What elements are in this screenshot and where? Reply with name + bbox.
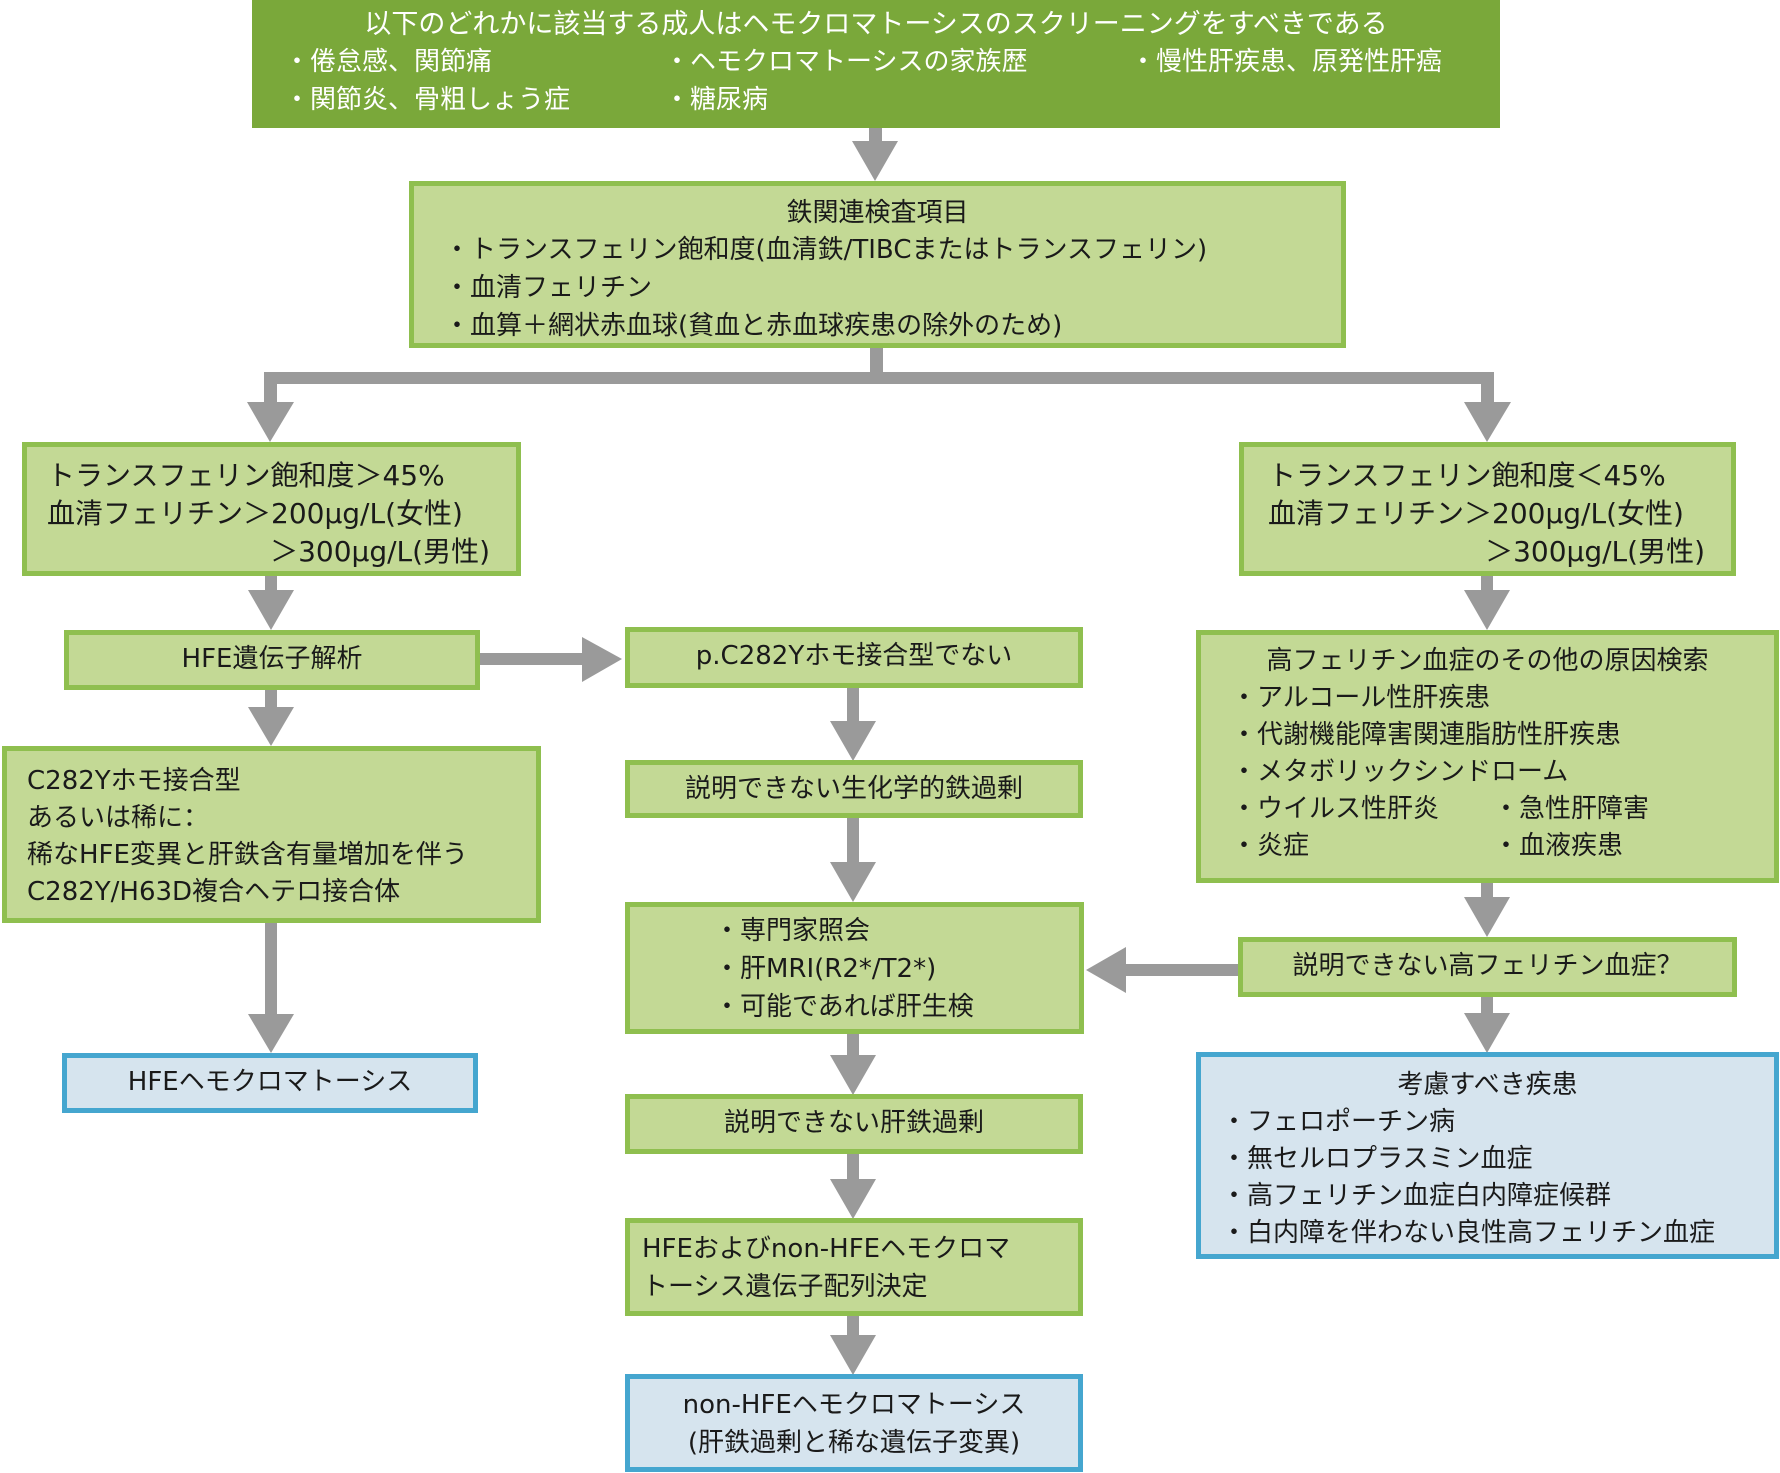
c282y-line: あるいは稀に： (27, 803, 210, 833)
arrow-shaft (847, 1153, 859, 1181)
non-hfe-line: non-HFEヘモクロマトーシス (682, 1390, 1026, 1420)
other-cause-item: ・代謝機能障害関連脂肪性肝疾患 (1231, 720, 1622, 750)
arrow-shaft (1481, 996, 1493, 1015)
arrow-shaft (265, 576, 277, 592)
unexplained-biochemical-iron-box: 説明できない生化学的鉄過剰 (625, 760, 1083, 818)
unexplained-hyperferritinemia-label: 説明できない高フェリチン血症？ (1292, 951, 1683, 981)
branch-left-drop (264, 372, 277, 404)
screening-item: ・慢性肝疾患、原発性肝癌 (1130, 47, 1443, 77)
unexplained-liver-iron-box: 説明できない肝鉄過剰 (625, 1094, 1083, 1154)
arrow-head-left (1086, 947, 1126, 993)
other-cause-item: ・アルコール性肝疾患 (1231, 683, 1491, 713)
specialist-referral-box: ・専門家照会 ・肝MRI(R2*/T2*) ・可能であれば肝生検 (625, 902, 1084, 1034)
iron-tests-title: 鉄関連検査項目 (786, 198, 969, 228)
other-causes-title: 高フェリチン血症のその他の原因検索 (1266, 646, 1709, 676)
screening-item: ・ヘモクロマトーシスの家族歴 (664, 47, 1028, 77)
non-hfe-line: (肝鉄過剰と稀な遺伝子変異) (687, 1428, 1021, 1458)
sequencing-line: トーシス遺伝子配列決定 (642, 1272, 928, 1302)
other-cause-item: ・メタボリックシンドローム (1231, 757, 1569, 787)
arrow-head-down (1464, 590, 1510, 630)
criteria-line: ＞300μg/L(男性) (1485, 535, 1705, 568)
not-homozygous-box: p.C282Yホモ接合型でない (625, 627, 1083, 688)
specialist-item: ・専門家照会 (714, 916, 871, 946)
high-saturation-criteria-box: トランスフェリン飽和度＞45% 血清フェリチン＞200μg/L(女性) ＞300… (22, 442, 521, 576)
c282y-line: C282Y/H63D複合ヘテロ接合体 (27, 877, 401, 907)
gene-sequencing-box: HFEおよびnon-HFEヘモクロマ トーシス遺伝子配列決定 (625, 1218, 1083, 1316)
arrow-head-down (248, 707, 294, 746)
other-cause-item: ・ウイルス性肝炎 (1231, 794, 1440, 824)
consider-diseases-title: 考慮すべき疾患 (1397, 1070, 1578, 1100)
iron-test-item: ・トランスフェリン飽和度(血清鉄/TIBCまたはトランスフェリン) (444, 235, 1208, 265)
other-cause-item: ・炎症 (1231, 831, 1310, 861)
low-saturation-criteria-box: トランスフェリン飽和度＜45% 血清フェリチン＞200μg/L(女性) ＞300… (1239, 442, 1736, 576)
unexplained-liver-label: 説明できない肝鉄過剰 (723, 1108, 984, 1138)
consider-disease-item: ・無セルロプラスミン血症 (1221, 1144, 1533, 1174)
arrow-head-right (582, 637, 622, 682)
other-cause-item: ・血液疾患 (1493, 831, 1624, 861)
hfe-analysis-box: HFE遺伝子解析 (64, 630, 480, 690)
arrow-shaft (847, 1315, 859, 1337)
other-cause-item: ・急性肝障害 (1493, 794, 1650, 824)
screening-item: ・糖尿病 (664, 85, 769, 115)
arrow-shaft (1481, 576, 1493, 592)
arrow-shaft (1481, 882, 1493, 899)
criteria-line: 血清フェリチン＞200μg/L(女性) (1268, 497, 1684, 530)
other-causes-box: 高フェリチン血症のその他の原因検索 ・アルコール性肝疾患 ・代謝機能障害関連脂肪… (1196, 630, 1779, 883)
unexplained-biochemical-label: 説明できない生化学的鉄過剰 (684, 774, 1023, 804)
arrow-head-down (1464, 897, 1510, 937)
criteria-line: トランスフェリン飽和度＞45% (47, 459, 445, 492)
arrow-head-down (830, 1335, 876, 1375)
arrow-shaft (265, 922, 277, 1016)
screening-item: ・関節炎、骨粗しょう症 (284, 85, 571, 115)
hfe-hemochromatosis-outcome: HFEヘモクロマトーシス (62, 1053, 478, 1113)
arrow-shaft (847, 817, 859, 864)
non-hfe-hemochromatosis-outcome: non-HFEヘモクロマトーシス (肝鉄過剰と稀な遺伝子変異) (625, 1374, 1083, 1472)
arrow-head-down (830, 721, 876, 761)
arrow-head-down (247, 402, 294, 442)
iron-tests-box: 鉄関連検査項目 ・トランスフェリン飽和度(血清鉄/TIBCまたはトランスフェリン… (409, 181, 1346, 348)
criteria-line: 血清フェリチン＞200μg/L(女性) (47, 497, 463, 530)
arrow-head-down (830, 1179, 876, 1219)
arrow-head-down (1464, 402, 1511, 442)
hfe-analysis-label: HFE遺伝子解析 (181, 644, 363, 674)
arrow-shaft (480, 653, 584, 665)
specialist-item: ・肝MRI(R2*/T2*) (714, 954, 937, 984)
iron-test-item: ・血清フェリチン (444, 273, 653, 303)
unexplained-hyperferritinemia-box: 説明できない高フェリチン血症？ (1238, 937, 1737, 997)
sequencing-line: HFEおよびnon-HFEヘモクロマ (642, 1234, 1011, 1264)
not-homozygous-label: p.C282Yホモ接合型でない (695, 641, 1013, 671)
specialist-item: ・可能であれば肝生検 (714, 992, 974, 1022)
screening-item: ・倦怠感、関節痛 (284, 47, 493, 77)
screening-criteria-box: 以下のどれかに該当する成人はヘモクロマトーシスのスクリーニングをすべきである ・… (252, 0, 1500, 128)
arrow-shaft (847, 687, 859, 723)
consider-disease-item: ・高フェリチン血症白内障症候群 (1221, 1181, 1612, 1211)
arrow-head-down (830, 862, 876, 902)
c282y-line: C282Yホモ接合型 (27, 766, 241, 796)
iron-test-item: ・血算＋網状赤血球(貧血と赤血球疾患の除外のため) (444, 311, 1063, 341)
branch-bar (264, 372, 1494, 384)
consider-disease-item: ・白内障を伴わない良性高フェリチン血症 (1221, 1218, 1716, 1248)
arrow-head-down (1464, 1013, 1510, 1053)
arrow-shaft (847, 1033, 859, 1057)
screening-title: 以下のどれかに該当する成人はヘモクロマトーシスのスクリーニングをすべきである (364, 9, 1388, 40)
c282y-line: 稀なHFE変異と肝鉄含有量増加を伴う (27, 840, 468, 870)
arrow-shaft (265, 689, 277, 709)
c282y-homozygous-box: C282Yホモ接合型 あるいは稀に： 稀なHFE変異と肝鉄含有量増加を伴う C2… (2, 746, 541, 923)
criteria-line: ＞300μg/L(男性) (270, 535, 490, 568)
arrow-head-down (830, 1055, 876, 1095)
branch-right-drop (1481, 372, 1494, 404)
consider-diseases-outcome: 考慮すべき疾患 ・フェロポーチン病 ・無セルロプラスミン血症 ・高フェリチン血症… (1196, 1052, 1779, 1259)
hfe-hemochromatosis-label: HFEヘモクロマトーシス (127, 1067, 413, 1097)
arrow-head-down (248, 1014, 294, 1053)
arrow-head-down (248, 590, 294, 630)
arrow-shaft (1123, 964, 1240, 976)
criteria-line: トランスフェリン飽和度＜45% (1268, 459, 1666, 492)
consider-disease-item: ・フェロポーチン病 (1221, 1107, 1456, 1137)
arrow-shaft (869, 127, 882, 143)
arrow-head-down (852, 141, 898, 181)
